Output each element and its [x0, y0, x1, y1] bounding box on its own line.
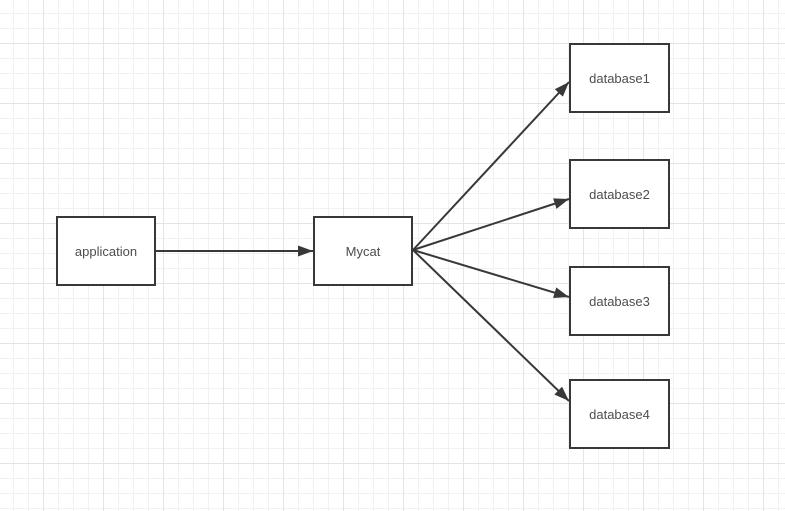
node-mycat[interactable]: Mycat [313, 216, 413, 286]
node-application[interactable]: application [56, 216, 156, 286]
node-label: application [74, 243, 138, 259]
node-label: database4 [589, 406, 650, 422]
node-label: database2 [589, 186, 650, 202]
node-database4[interactable]: database4 [569, 379, 670, 449]
node-label: database3 [589, 293, 650, 309]
edge-mycat-database4[interactable] [412, 249, 570, 402]
node-label: Mycat [345, 243, 381, 259]
edge-mycat-database1[interactable] [412, 81, 570, 251]
node-label: database1 [589, 70, 650, 86]
node-database1[interactable]: database1 [569, 43, 670, 113]
edge-mycat-database2[interactable] [412, 198, 570, 251]
node-database2[interactable]: database2 [569, 159, 670, 229]
node-database3[interactable]: database3 [569, 266, 670, 336]
edge-mycat-database3[interactable] [412, 249, 570, 298]
